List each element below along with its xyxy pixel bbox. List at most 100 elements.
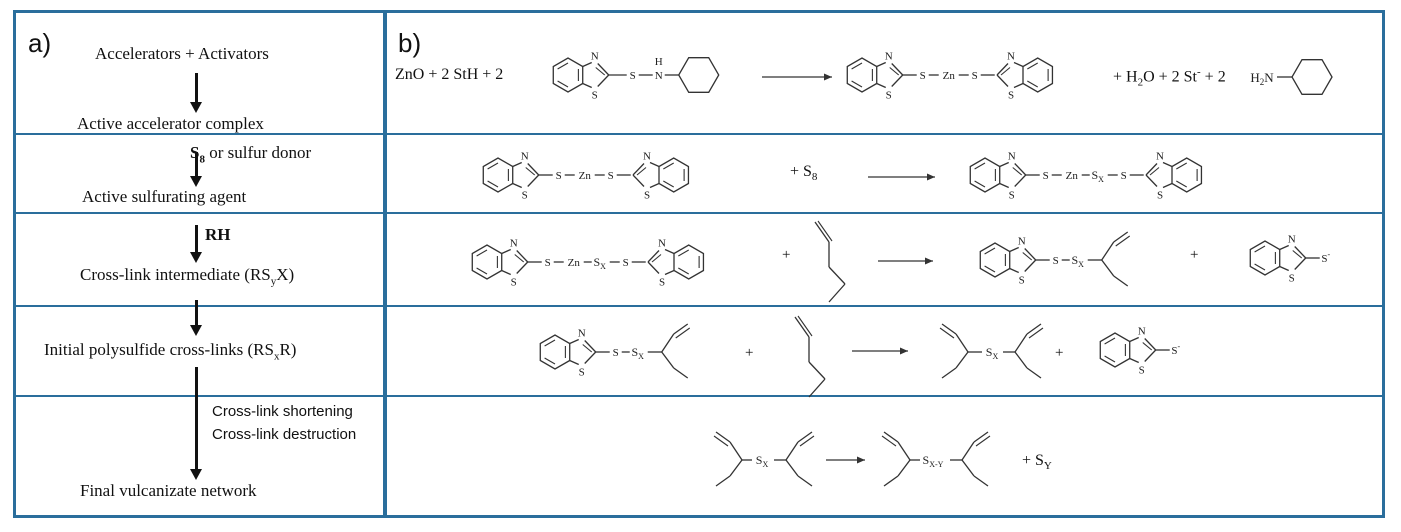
row4-benzothiazole-bond (584, 351, 597, 364)
row5-prod-right-allyl-bond (973, 475, 989, 487)
outer-frame (13, 10, 1385, 518)
mbt-anion-b-benzothiazole-bond (1144, 349, 1157, 362)
row4-benzothiazole-bond (569, 338, 579, 345)
row-divider-4 (16, 395, 1382, 397)
step-accelerators-activators: Accelerators + Activators (95, 44, 269, 63)
inter-benzothiazole-2-bond (664, 248, 675, 255)
mbt-anion-a-benzothiazole-double-bond (1254, 245, 1266, 253)
mbs-cyclohexyl (677, 57, 720, 93)
row4-benzothiazole-double-bond (544, 357, 556, 365)
zmbt-b-benzothiazole-2-double-bond (663, 162, 674, 170)
step-final-network: Final vulcanizate network (80, 481, 257, 500)
mbs-benzothiazole-n-atom: N (591, 51, 599, 63)
sulf-agent-benzothiazole-2-bond (1145, 174, 1158, 187)
arrow-head-5 (190, 469, 202, 480)
zmbt-a-benzothiazole-n-atom: N (885, 51, 893, 63)
sulf-agent-zn-atom: Zn (1066, 170, 1079, 182)
pendant-allyl-bond (1113, 231, 1129, 243)
sulf-agent-benzothiazole-double-bond (1012, 167, 1023, 176)
row4-rubber-chain-bond (794, 316, 810, 338)
inter-benzothiazole-double-bond (476, 267, 488, 275)
sulf-agent-sx-label: SX (1091, 168, 1104, 184)
zmbt-a-benzothiazole-2-double-bond (1000, 67, 1011, 76)
eq5-sulfur: + SY (1022, 452, 1052, 473)
zmbt-a-benzothiazole-double-bond (851, 80, 863, 88)
row5-left-allyl-bond (715, 431, 731, 443)
mbt-anion-a-benzothiazole-bond (1294, 246, 1307, 259)
inter-benzothiazole-bond (516, 250, 529, 263)
sulf-agent-benzothiazole-2-bond (1162, 161, 1173, 168)
sulf-agent-benzothiazole-2-double-bond (1176, 180, 1187, 188)
zmbt-b-benzothiazole-2-double-bond (636, 167, 647, 176)
zmbt-b-benzothiazole-bond (512, 161, 522, 168)
zmbt-a-s-atom: S (972, 70, 978, 82)
row5-prod-left-allyl-bond (897, 459, 911, 477)
mbs-benzothiazole-bond (582, 61, 592, 68)
pendant-benzothiazole-bond (1024, 248, 1037, 261)
amine-cyclohexyl (1291, 59, 1333, 95)
row5-right-allyl-bond (785, 459, 799, 477)
inter-benzothiazole-2-bond (647, 250, 660, 263)
inter-rubber-chain-bond (828, 283, 846, 303)
zmbt-b-benzothiazole-2-bond (632, 174, 645, 187)
inter-benzothiazole-bond (501, 269, 511, 276)
row5-prod-left-allyl-double-bond (881, 435, 897, 447)
zmbt-a-benzothiazole-bond (876, 82, 886, 89)
zmbt-b-benzothiazole-2-s-atom: S (644, 190, 650, 202)
sulf-agent-benzothiazole-2-bond (1162, 182, 1173, 189)
step-initial-polysulfide: Initial polysulfide cross-links (RSxR) (44, 340, 297, 363)
row5-prod-left-allyl-bond (883, 475, 899, 487)
row5-left-allyl-bond (729, 441, 743, 461)
row5-prod-right-allyl-bond (961, 459, 975, 477)
zmbt-b-benzothiazole-double-bond (487, 180, 499, 188)
row5-prod-left-allyl-bond (883, 431, 899, 443)
arrow-head-1 (190, 102, 202, 113)
sulf-agent-benzothiazole-double-bond (974, 162, 986, 170)
row5-prod-right-allyl-double-bond (975, 435, 991, 447)
panel-label-b: b) (398, 28, 422, 58)
row5-sx-label: SX (756, 453, 769, 469)
mbt-anion-a-benzothiazole-s-atom: S (1289, 273, 1295, 285)
zmbt-a-benzothiazole-2-double-bond (1027, 80, 1038, 88)
zmbt-a-benzothiazole-double-bond (851, 62, 863, 70)
inter-benzothiazole-2-double-bond (651, 254, 662, 263)
sulf-agent-benzothiazole-bond (1014, 174, 1027, 187)
inter-rubber-chain-bond (828, 266, 846, 285)
sulf-agent-benzothiazole-2-bond (1145, 163, 1158, 176)
inter-benzothiazole-double-bond (514, 254, 525, 263)
row5-prod-right-allyl-bond (973, 431, 989, 443)
mbt-anion-b-benzothiazole-s-atom: S (1139, 365, 1145, 377)
row4-s-atom: S (613, 347, 619, 359)
zmbt-a-s-atom: S (920, 70, 926, 82)
panel-label-a: a) (28, 28, 52, 58)
zmbt-b-benzothiazole-2-double-bond (663, 180, 674, 188)
zmbt-b-benzothiazole-2-n-atom: N (643, 151, 651, 163)
eq4-plus-2: + (1055, 345, 1064, 361)
row4-rubber-chain-bond (808, 378, 826, 398)
mbt-anion-b-benzothiazole-double-bond (1104, 337, 1116, 345)
arrow-down-3 (195, 225, 198, 253)
zmbt-b-s-atom: S (608, 170, 614, 182)
row5-prod-right-allyl-bond (961, 441, 975, 461)
zmbt-a-benzothiazole-bond (876, 61, 886, 68)
step-cross-link-intermediate: Cross-link intermediate (RSyX) (80, 265, 295, 288)
inter-benzothiazole-double-bond (476, 249, 488, 257)
row4-rubber-chain-bond (808, 361, 826, 380)
mbt-anion-a-benzothiazole-n-atom: N (1288, 234, 1296, 246)
inter-sx-label: SX (593, 255, 606, 271)
inter-benzothiazole-s-atom: S (511, 277, 517, 289)
mbt-anion-a-benzothiazole-double-bond (1292, 250, 1303, 259)
row4-benzothiazole-bond (584, 340, 597, 353)
inter-zn-atom: Zn (568, 257, 581, 269)
crosslink-right-allyl-bond (1014, 333, 1028, 353)
sulf-agent-benzothiazole-n-atom: N (1008, 151, 1016, 163)
zmbt-a-benzothiazole-2-double-bond (1027, 62, 1038, 70)
inter-benzothiazole-2-bond (664, 269, 675, 276)
sulf-agent-benzothiazole-2-n-atom: N (1156, 151, 1164, 163)
row5-left-allyl-bond (715, 475, 731, 487)
row5-right-allyl-bond (785, 441, 799, 461)
row5-right-allyl-bond (797, 431, 813, 443)
zmbt-b-benzothiazole-n-atom: N (521, 151, 529, 163)
row4-rubber-chain-double-bond (797, 315, 813, 337)
